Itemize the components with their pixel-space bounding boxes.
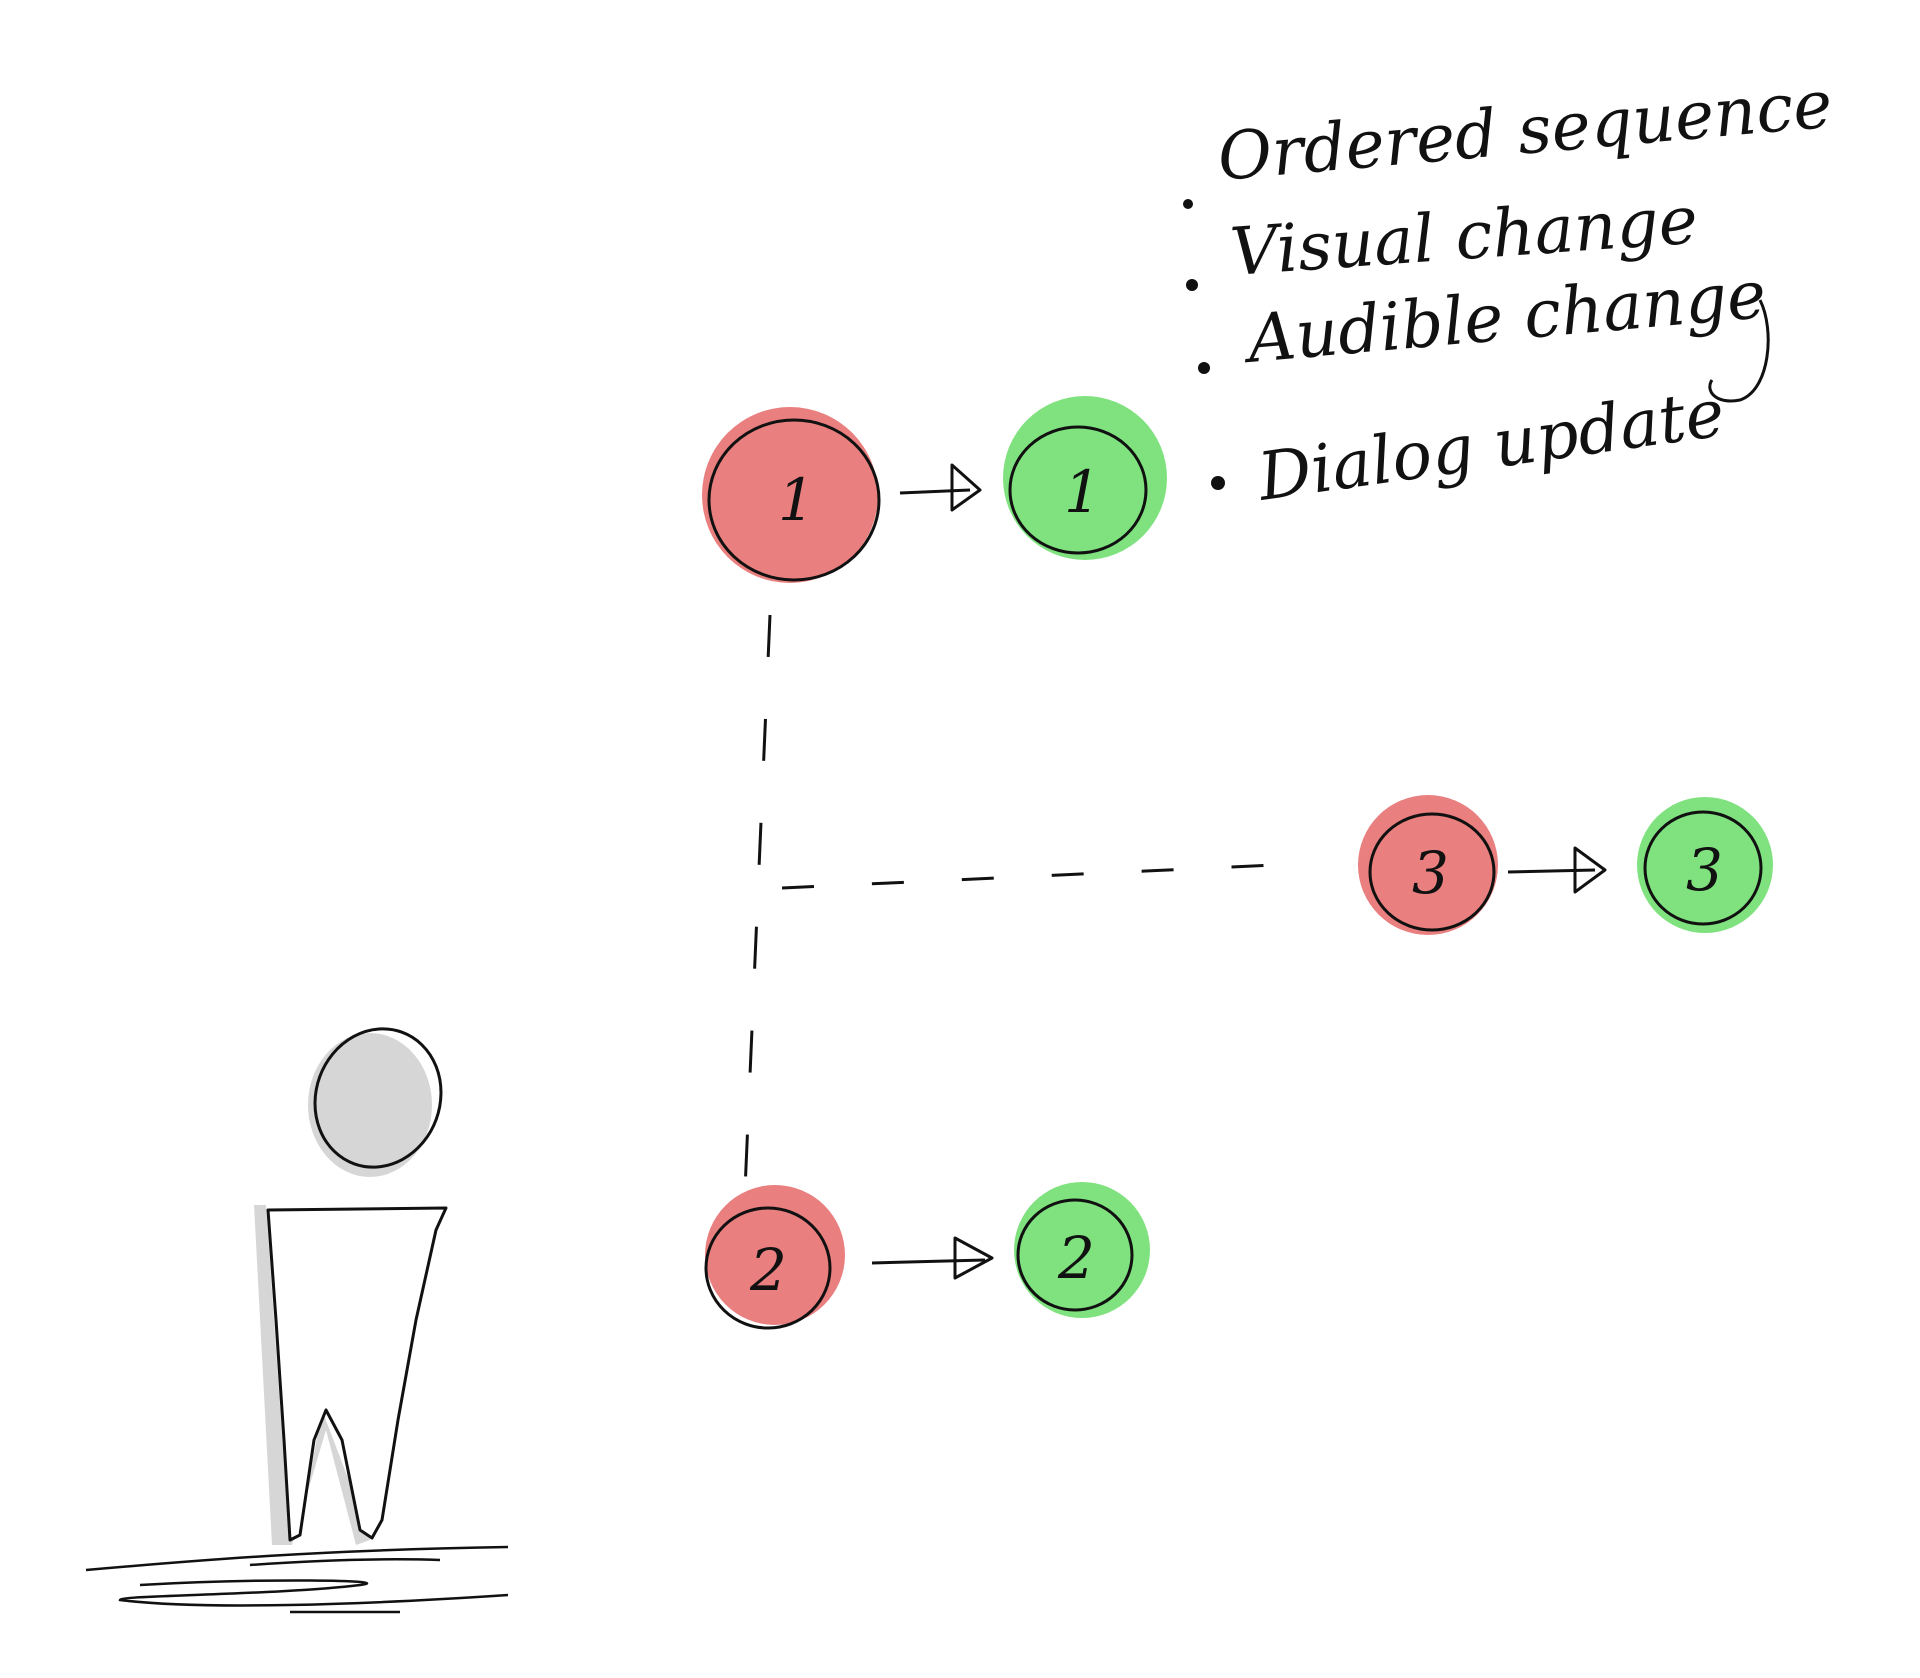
step-1-before-fill [702,407,878,583]
dashed-connectors [743,614,1319,1191]
arrow-right-icon [871,1236,994,1280]
step-2-after-outline [1016,1198,1134,1312]
person-icon [85,1027,509,1614]
step-3-after-fill [1637,797,1773,933]
step-3: 3 3 [1358,795,1773,935]
person-head [313,1027,443,1169]
step-3-after-label: 3 [1686,836,1723,904]
note-item-1: Ordered sequence [1215,66,1835,196]
step-1-before-outline [707,418,881,582]
step-3-before-outline [1368,812,1496,932]
horizontal-dashed-line [781,861,1319,890]
step-1-before-label: 1 [778,466,815,534]
person-head-shadow [308,1033,432,1177]
note-brace [1708,299,1770,403]
step-2-before-label: 2 [749,1236,787,1304]
ground-line-2 [249,1557,441,1567]
note-item-4: Dialog update [1253,374,1730,516]
step-2-before-outline [704,1206,832,1330]
ground-line-1 [85,1545,509,1572]
step-2-before-fill [705,1185,845,1325]
arrow-right-icon [1507,846,1607,894]
step-3-after-outline [1643,810,1763,926]
notes-list: Ordered sequence Visual change Audible c… [1183,66,1835,516]
note-bullet-4 [1211,476,1225,490]
person-body-shadow [254,1205,370,1545]
note-bullet-2 [1186,279,1198,291]
vertical-dashed-line [743,614,772,1191]
arrow-right-icon [899,463,982,512]
note-bullet-1 [1183,199,1193,209]
step-2-after-label: 2 [1057,1224,1095,1292]
step-3-before-fill [1358,795,1498,935]
step-1: 1 1 [702,396,1167,583]
step-1-after-label: 1 [1064,458,1101,526]
ground-line-3 [118,1579,509,1607]
step-2: 2 2 [704,1182,1150,1330]
step-3-before-label: 3 [1412,839,1449,907]
person-body [266,1206,448,1542]
step-1-after-fill [1003,396,1167,560]
note-bullet-3 [1198,362,1210,374]
step-1-after-outline [1008,425,1148,555]
